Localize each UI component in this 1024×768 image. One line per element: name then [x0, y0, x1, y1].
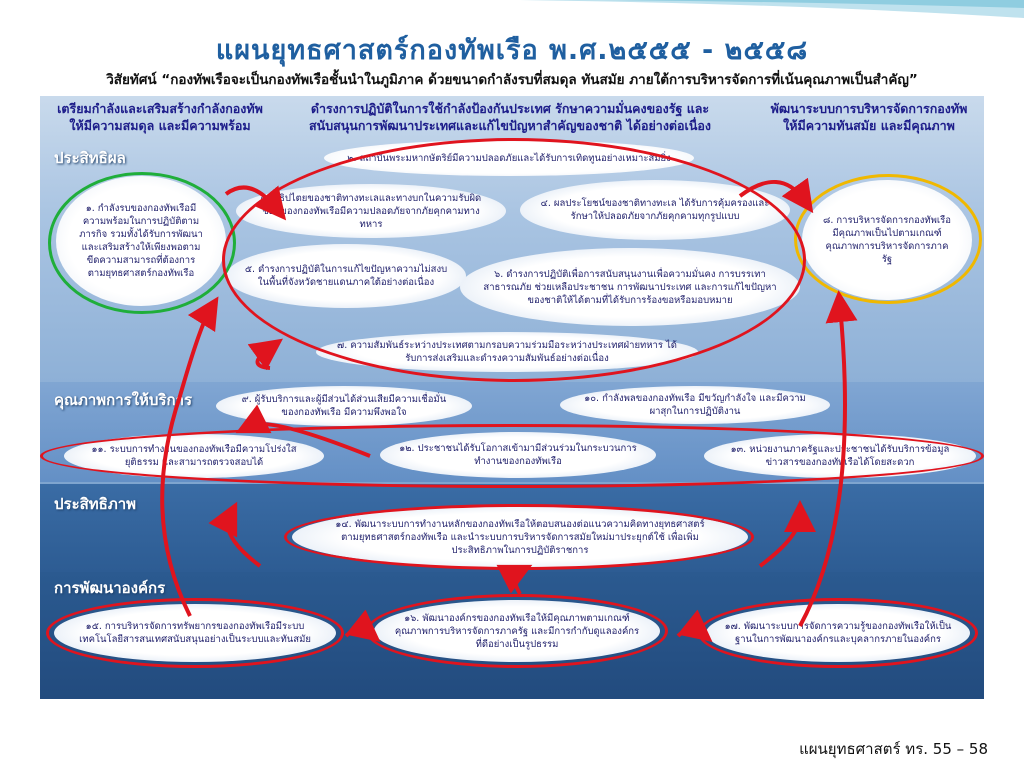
objective-4: ๔. ผลประโยชน์ของชาติทางทะเล ได้รับการคุ้…: [520, 180, 790, 240]
band-label-service-quality: คุณภาพการให้บริการ: [54, 391, 193, 409]
column-head-left: เตรียมกำลังและเสริมสร้างกำลังกองทัพ ให้ม…: [57, 101, 263, 133]
objective-3: ๓. อธิปไตยของชาติทางทะเลและทางบกในความรั…: [236, 184, 506, 238]
objective-1: ๑. กำลังรบของกองทัพเรือมีความพร้อมในการป…: [56, 176, 226, 306]
objective-7: ๗. ความสัมพันธ์ระหว่างประเทศตามกรอบความร…: [316, 332, 698, 372]
objective-2: ๒. สถาบันพระมหากษัตริย์มีความปลอดภัยและไ…: [324, 140, 694, 176]
band-label-org-development: การพัฒนาองค์กร: [54, 579, 166, 597]
column-head-middle: ดำรงการปฏิบัติในการใช้กำลังป้องกันประเทศ…: [309, 101, 711, 133]
top-decoration: [0, 0, 1024, 30]
slide-title: แผนยุทธศาสตร์กองทัพเรือ พ.ศ.๒๕๕๕ - ๒๕๕๘: [215, 35, 809, 66]
objective-10: ๑๐. กำลังพลของกองทัพเรือ มีขวัญกำลังใจ แ…: [560, 386, 830, 424]
vision-statement: วิสัยทัศน์ “กองทัพเรือจะเป็นกองทัพเรือชั…: [106, 72, 918, 88]
objective-5: ๕. ดำรงการปฏิบัติในการแก้ไขปัญหาความไม่ส…: [226, 244, 466, 308]
objective-16: ๑๖. พัฒนาองค์กรของกองทัพเรือให้มีคุณภาพต…: [374, 600, 660, 662]
objective-12: ๑๒. ประชาชนได้รับโอกาสเข้ามามีส่วนร่วมใน…: [380, 432, 656, 478]
column-head-right: พัฒนาระบบการบริหารจัดการกองทัพ ให้มีความ…: [770, 101, 968, 133]
objective-14: ๑๔. พัฒนาระบบการทำงานหลักของกองทัพเรือให…: [292, 506, 748, 568]
objective-15: ๑๕. การบริหารจัดการทรัพยากรของกองทัพเรือ…: [54, 604, 336, 662]
objective-8: ๘. การบริหารจัดการกองทัพเรือมีคุณภาพเป็น…: [802, 180, 972, 300]
objective-17: ๑๗. พัฒนาระบบการจัดการความรู้ของกองทัพเร…: [706, 604, 970, 662]
objective-13: ๑๓. หน่วยงานภาครัฐและประชาชนได้รับบริการ…: [704, 434, 976, 478]
band-label-effectiveness: ประสิทธิผล: [54, 149, 126, 167]
objective-6: ๖. ดำรงการปฏิบัติเพื่อการสนับสนุนงานเพื่…: [460, 248, 800, 326]
arrow-loop-7: [247, 338, 283, 371]
objective-11: ๑๑. ระบบการทำงานของกองทัพเรือมีความโปร่ง…: [64, 434, 324, 478]
slide-footer: แผนยุทธศาสตร์ ทร. 55 – 58: [799, 740, 988, 758]
strategy-map: เตรียมกำลังและเสริมสร้างกำลังกองทัพ ให้ม…: [40, 96, 984, 699]
band-label-efficiency: ประสิทธิภาพ: [54, 495, 137, 513]
objective-9: ๙. ผู้รับบริการและผู้มีส่วนได้ส่วนเสียมี…: [216, 386, 472, 426]
